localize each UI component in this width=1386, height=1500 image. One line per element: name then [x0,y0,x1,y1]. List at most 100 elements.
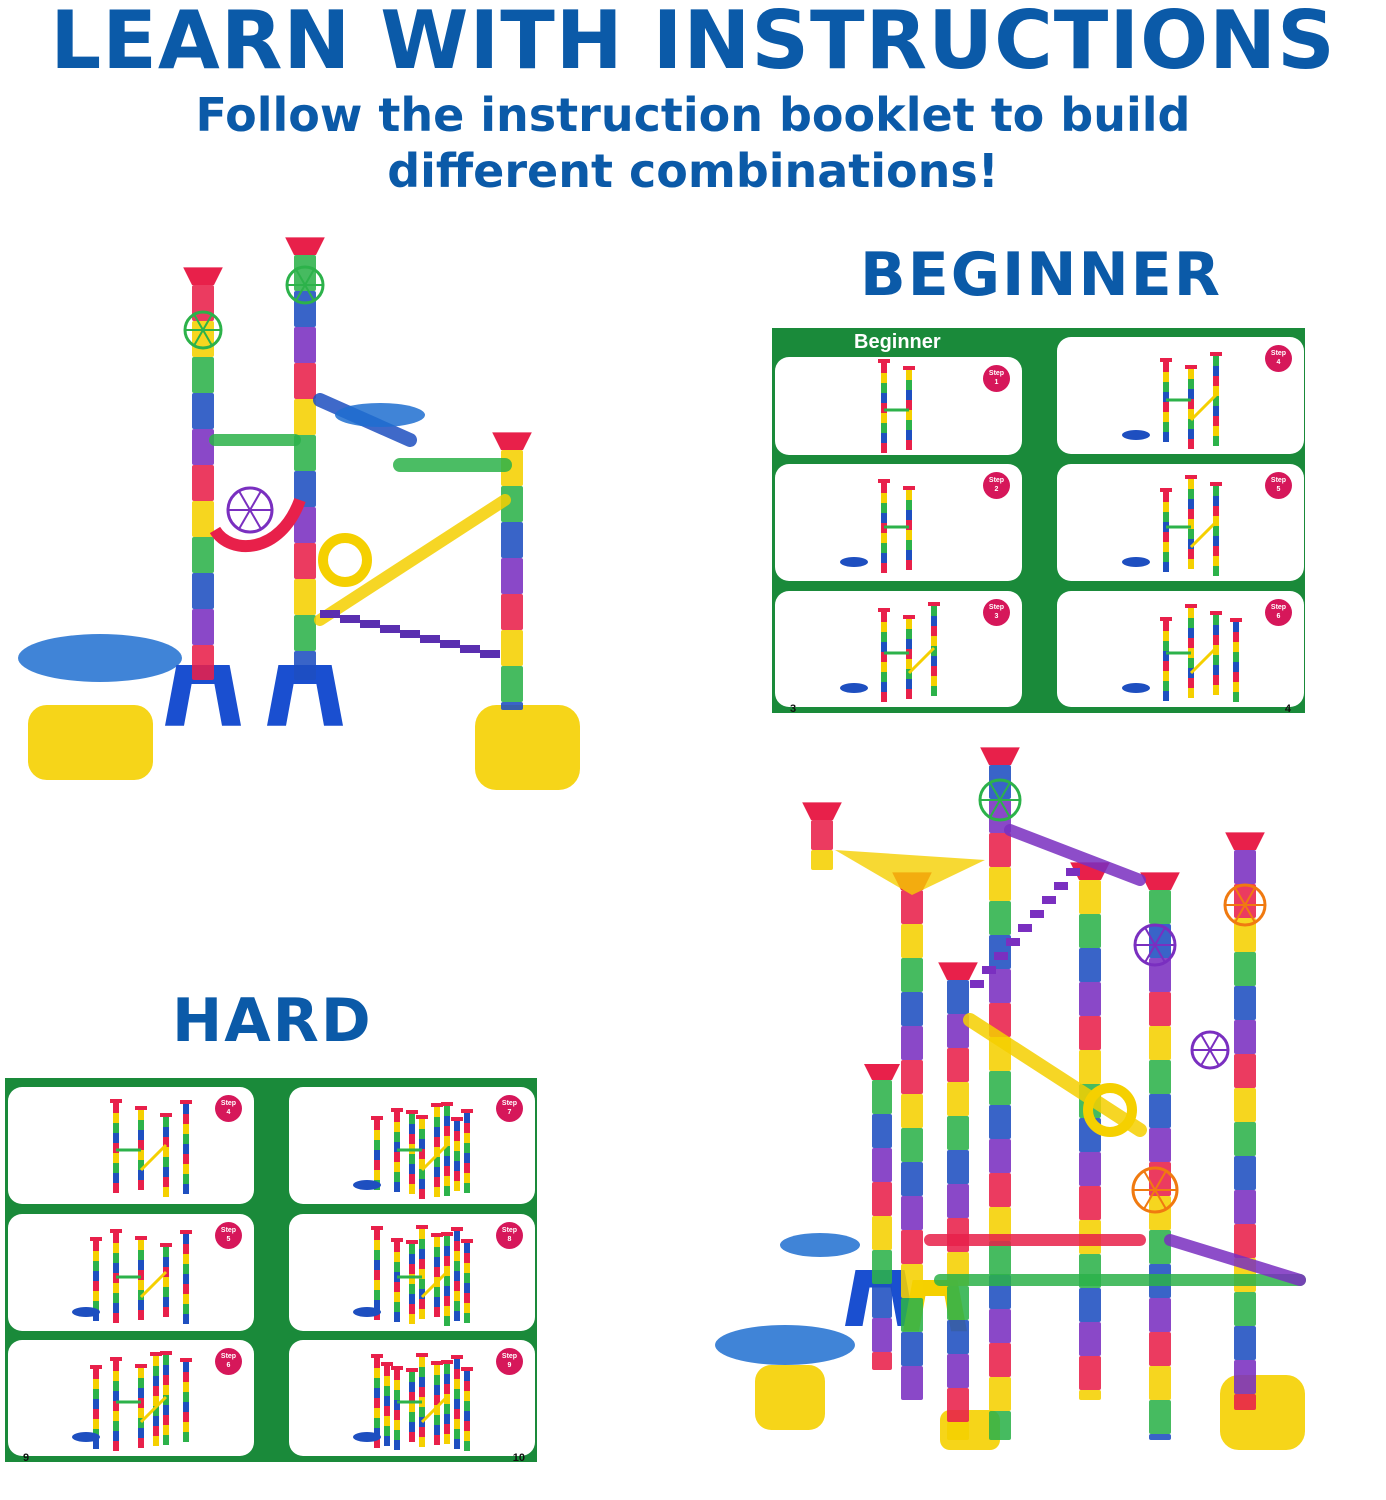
mini-tube [464,1381,470,1391]
mini-tube [454,1290,460,1301]
mini-tube [374,1149,380,1160]
mini-tube [394,1181,400,1192]
wheel-spoke [1154,944,1166,963]
mini-tube [409,1243,415,1254]
mini-cap [160,1351,172,1355]
wheel-spoke [1154,927,1166,946]
wheel-spoke [304,284,315,302]
subtitle-line-1: Follow the instruction booklet to build [195,88,1191,142]
mini-tube [163,1306,169,1317]
stair-step [480,650,500,658]
mini-tube [905,639,912,649]
mini-bowl [72,1306,100,1317]
mini-tube [1212,555,1219,566]
mini-tube [183,1173,189,1184]
mini-tube [1162,531,1169,542]
tube-segment [989,1377,1011,1411]
wheel-spoke [304,268,315,286]
mini-tube [409,1422,415,1432]
mini-cap [160,1242,172,1247]
mini-tube [163,1296,169,1307]
tube-segment [192,609,214,645]
step-badge-number: 5 [226,1236,231,1243]
mini-rail [907,646,935,675]
wheel-spoke [1143,1189,1156,1210]
mini-tube [880,622,887,632]
mini-tube [444,1245,450,1256]
mini-cap [431,1361,443,1365]
mini-tube [905,370,912,380]
stair-step [982,966,996,974]
step-badge-label: Step [220,1100,237,1107]
mini-tube [409,1293,415,1304]
mini-tube [1187,478,1194,489]
hard-heading: HARD [172,986,373,1056]
mini-cap [451,1226,463,1231]
mini-cap [406,1368,418,1372]
mini-tube [1187,538,1194,549]
mini-tube [419,1367,425,1377]
stair-step [440,640,460,648]
track-rail [1164,1234,1306,1286]
mini-cap [135,1105,147,1110]
mini-tube [113,1112,119,1123]
mini-tube [163,1166,169,1177]
tube-segment [1079,1322,1101,1356]
tube-segment [947,1422,969,1440]
mini-tube [454,1160,460,1171]
step-badge: Step 5 [215,1222,242,1249]
loop-track [1083,1083,1137,1137]
mini-tube [384,1386,390,1396]
mini-tube [454,1409,460,1419]
mini-tube [163,1415,169,1425]
mini-tube [138,1169,144,1180]
tube-segment [947,1286,969,1320]
mini-cap [90,1236,102,1241]
mini-tube [394,1410,400,1420]
mini-tube [183,1143,189,1154]
mini-tube [1187,528,1194,539]
wheel-spoke [249,490,262,511]
mini-tube [454,1120,460,1131]
tube-segment [1149,924,1171,958]
mini-tube [384,1396,390,1406]
mini-tube [880,433,887,443]
mini-tube [1162,621,1169,631]
mini-tube [1212,365,1219,376]
mini-bowl [839,556,868,567]
tube-segment [901,1162,923,1196]
mini-tube [880,373,887,383]
tube-segment [989,1207,1011,1241]
mini-rail [139,1395,168,1424]
step-badge-number: 9 [507,1362,512,1369]
tube-segment [872,1080,892,1114]
tube-segment [294,399,316,435]
mini-tube [434,1176,440,1187]
funnel-cap [938,962,978,980]
stair-step [380,625,400,633]
wheel-spoke [989,782,1001,801]
mini-tube [1187,428,1194,439]
tube-segment [947,980,969,1014]
step-badge-label: Step [220,1227,237,1234]
mini-tube [113,1182,119,1193]
mini-tube [163,1286,169,1297]
mini-cap [1184,364,1197,369]
mini-tube [419,1407,425,1417]
loop-track [318,533,372,587]
mini-tube [183,1273,189,1284]
mini-tube [454,1439,460,1449]
mini-bowl [353,1432,381,1442]
tube-segment [947,1150,969,1184]
mini-tube [153,1356,159,1366]
mini-cap [451,1355,463,1359]
stair-step [1066,868,1080,876]
funnel-cap [492,432,532,450]
beginner-heading: BEGINNER [860,240,1222,310]
step-illustration [877,359,915,453]
mini-tube [409,1253,415,1264]
mini-tube [1187,368,1194,379]
tube-segment [989,867,1011,901]
